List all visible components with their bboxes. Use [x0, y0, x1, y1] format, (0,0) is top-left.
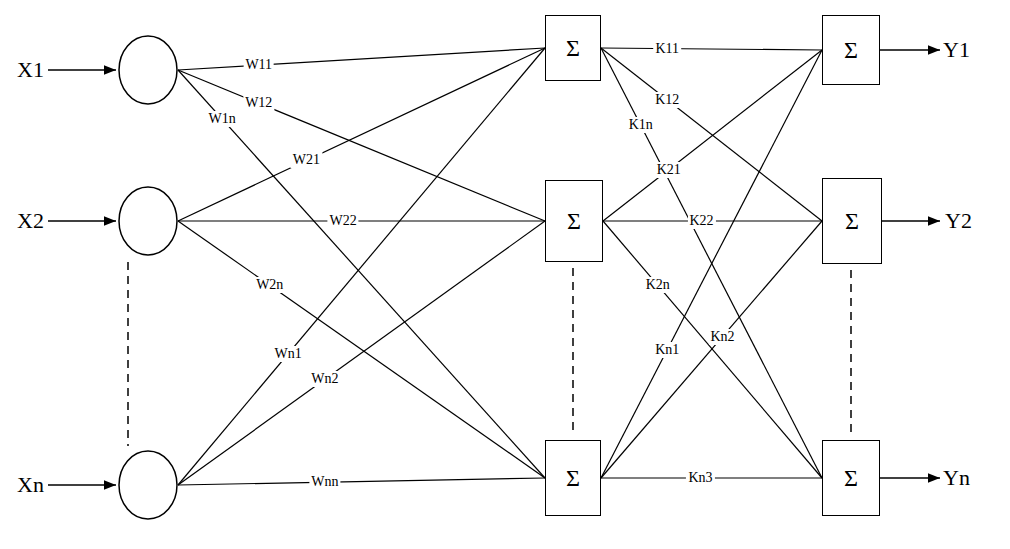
sum-symbol: Σ — [566, 464, 580, 492]
input-neuron: Xn — [118, 450, 178, 520]
weight-label: Wn2 — [309, 371, 340, 387]
weight-label: W1n — [206, 111, 237, 127]
ellipsis-dash — [572, 268, 574, 436]
weight-connection — [601, 48, 822, 478]
neuron-outline — [119, 187, 177, 255]
neuron-circle — [118, 186, 178, 256]
weight-label: W21 — [291, 152, 322, 168]
output-box: ΣY1 — [822, 15, 880, 85]
weight-connection — [178, 478, 545, 485]
weight-label: K2n — [644, 277, 672, 293]
output-box: ΣY2 — [822, 178, 882, 264]
weight-label: K12 — [653, 92, 681, 108]
input-label: X2 — [17, 208, 44, 234]
weight-connection — [603, 50, 822, 221]
output-arrow — [882, 220, 940, 222]
input-neuron: X1 — [118, 35, 178, 105]
ellipsis-dash — [127, 262, 129, 446]
neuron-circle — [118, 35, 178, 105]
input-arrow — [48, 69, 116, 71]
weight-connection — [601, 48, 822, 221]
weight-label: Kn3 — [686, 470, 714, 486]
summing-box: Σ — [545, 180, 603, 262]
neuron-outline — [119, 36, 177, 104]
weight-connection — [178, 48, 545, 221]
weight-label: Kn1 — [653, 342, 681, 358]
weight-connection — [178, 221, 545, 485]
input-arrow — [48, 484, 116, 486]
output-arrow — [880, 477, 940, 479]
weight-label: W22 — [328, 213, 359, 229]
input-label: X1 — [17, 57, 44, 83]
weight-label: W2n — [254, 277, 285, 293]
sum-symbol: Σ — [567, 207, 581, 235]
output-label: Y1 — [943, 37, 970, 63]
weight-label: Wnn — [309, 474, 340, 490]
summing-box: Σ — [545, 15, 601, 81]
weight-label: K22 — [687, 213, 715, 229]
ellipsis-dash — [850, 270, 852, 436]
weight-label: K11 — [654, 41, 682, 57]
weight-connection — [178, 70, 545, 478]
weight-label: K1n — [627, 117, 655, 133]
weight-label: W11 — [243, 57, 274, 73]
sum-symbol: Σ — [844, 464, 858, 492]
weight-connection — [601, 50, 822, 478]
output-arrow — [880, 49, 940, 51]
weight-connection — [178, 70, 545, 221]
neuron-outline — [119, 451, 177, 519]
weight-connection — [601, 221, 822, 478]
weight-connection — [178, 221, 545, 478]
sum-symbol: Σ — [845, 207, 859, 235]
input-label: Xn — [17, 472, 44, 498]
weight-label: W12 — [243, 95, 274, 111]
weight-label: Kn2 — [708, 329, 736, 345]
weight-connection — [178, 220, 545, 221]
weight-connection — [178, 48, 545, 485]
output-box: ΣYn — [822, 440, 880, 516]
summing-box: Σ — [545, 440, 601, 516]
weight-label: Wn1 — [272, 346, 303, 362]
output-label: Yn — [943, 465, 970, 491]
sum-symbol: Σ — [844, 36, 858, 64]
weight-connection — [178, 48, 545, 70]
weight-label: K21 — [655, 162, 683, 178]
input-neuron: X2 — [118, 186, 178, 256]
input-arrow — [48, 220, 116, 222]
output-label: Y2 — [945, 208, 972, 234]
sum-symbol: Σ — [566, 34, 580, 62]
neuron-circle — [118, 450, 178, 520]
weight-connection — [601, 48, 822, 50]
